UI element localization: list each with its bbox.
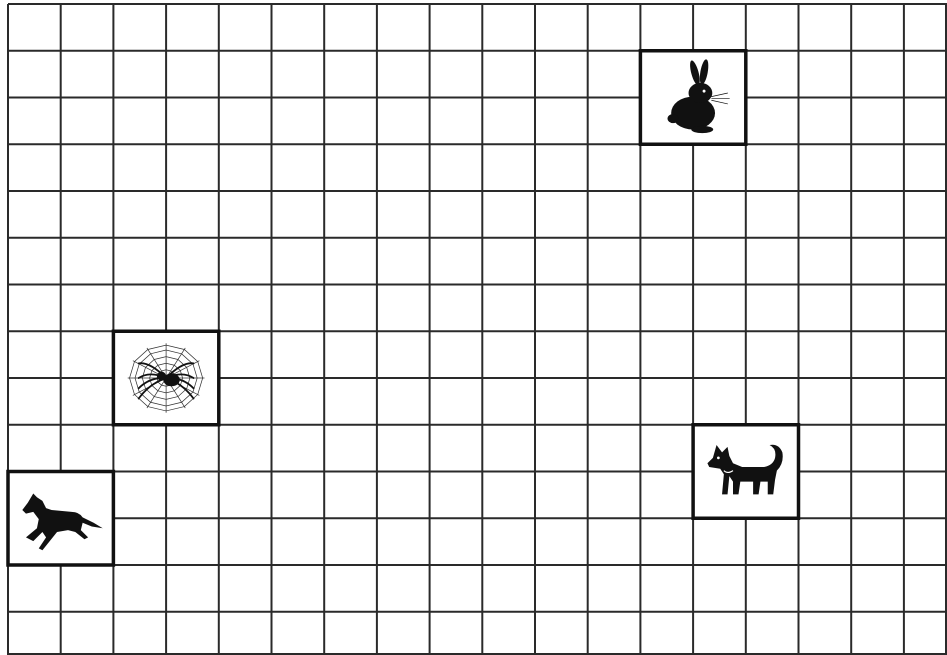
dog-icon[interactable] <box>693 425 798 519</box>
horse-icon[interactable] <box>8 472 113 566</box>
rabbit-icon[interactable] <box>640 51 745 145</box>
spider-icon[interactable] <box>113 331 218 425</box>
